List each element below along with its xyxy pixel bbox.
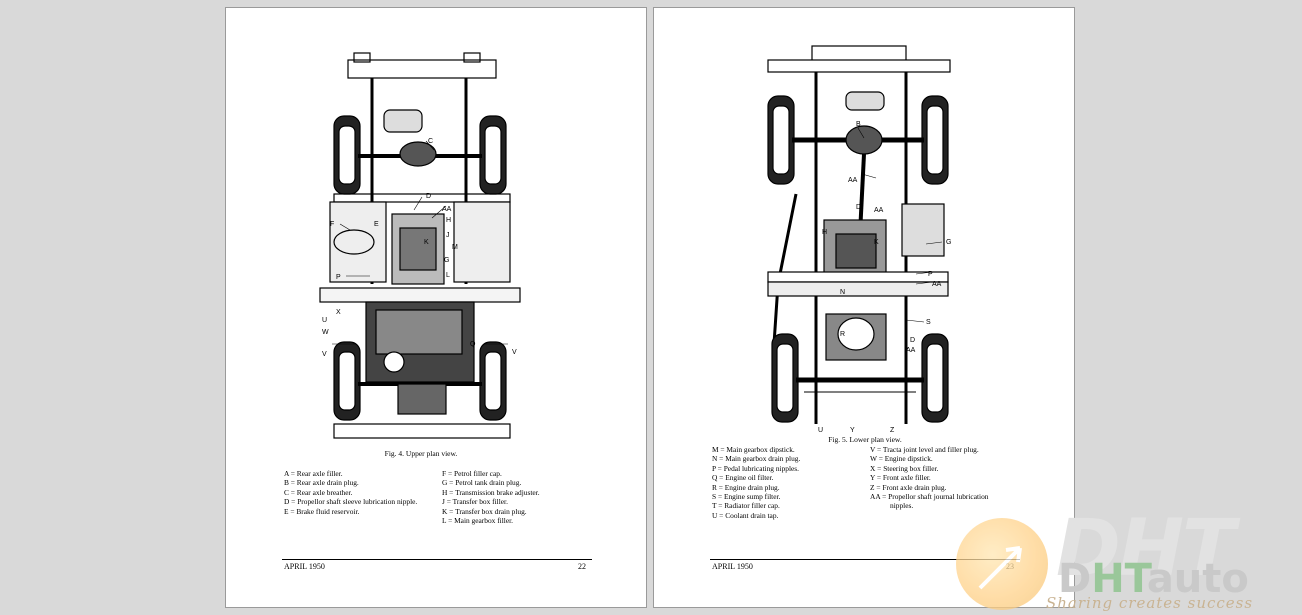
callout-label: M: [452, 244, 458, 251]
legend-left-column: A = Rear axle filler. B = Rear axle drai…: [284, 469, 417, 516]
watermark-slogan: Sharing creates success: [1046, 594, 1254, 612]
footer-date: APRIL 1950: [284, 562, 325, 571]
callout-label: S: [926, 319, 931, 326]
callout-label: R: [840, 331, 845, 338]
callout-label: X: [336, 309, 341, 316]
callout-label: W: [322, 329, 329, 336]
legend-item: J = Transfer box filler.: [442, 497, 508, 507]
chassis-upper-drawing: C D AA F E H K J M G P L X U W V Q V: [319, 52, 521, 439]
legend-item: AA = Propellor shaft journal lubrication: [870, 492, 989, 502]
callout-label: E: [374, 221, 379, 228]
footer-rule: [282, 559, 592, 560]
legend-item: D = Propellor shaft sleeve lubrication n…: [284, 497, 418, 507]
callout-label: AA: [906, 347, 916, 354]
callout-label: B: [856, 121, 861, 128]
chassis-lower-drawing: B AA D AA H K G P AA N R S D AA U Y Z: [767, 45, 951, 434]
legend-right-column: V = Tracta joint level and filler plug. …: [870, 445, 989, 511]
callout-label: AA: [848, 177, 858, 184]
page-number: 22: [578, 562, 586, 571]
callout-label: Z: [890, 427, 895, 434]
legend-left-column: M = Main gearbox dipstick. N = Main gear…: [712, 445, 800, 520]
callout-label: V: [512, 349, 517, 356]
callout-label: P: [928, 271, 933, 278]
callout-label: F: [330, 221, 334, 228]
legend-item: N = Main gearbox drain plug.: [712, 454, 801, 464]
legend-item: X = Steering box filler.: [870, 463, 939, 473]
callout-label: L: [446, 272, 450, 279]
legend-item: Q = Engine oil filter.: [712, 473, 774, 483]
legend-item: Z = Front axle drain plug.: [870, 482, 947, 492]
legend-item: V = Tracta joint level and filler plug.: [870, 445, 979, 454]
legend-item: F = Petrol filler cap.: [442, 469, 502, 478]
page-number: 23: [1006, 562, 1014, 571]
callout-label: AA: [874, 207, 884, 214]
watermark-brand: DHTauto: [1058, 556, 1249, 602]
watermark-brand-accent: HT: [1091, 556, 1147, 602]
upper-plan-view-diagram: C D AA F E H K J M G P L X U W V Q V: [314, 44, 526, 444]
callout-label: Q: [470, 341, 476, 348]
legend-item: H = Transmission brake adjuster.: [442, 487, 540, 497]
legend-item: Y = Front axle filler.: [870, 473, 931, 483]
callout-label: H: [446, 217, 451, 224]
legend-item: R = Engine drain plug.: [712, 482, 780, 492]
legend-right-column: F = Petrol filler cap. G = Petrol tank d…: [442, 469, 540, 525]
footer-rule: [710, 559, 1020, 560]
manual-page-23: B AA D AA H K G P AA N R S D AA U Y Z Fi…: [653, 7, 1075, 608]
callout-label: U: [818, 427, 823, 434]
legend-item: L = Main gearbox filler.: [442, 516, 514, 526]
legend-item: E = Brake fluid reservoir.: [284, 506, 360, 516]
manual-page-22: C D AA F E H K J M G P L X U W V Q V Fig…: [225, 7, 647, 608]
callout-label: H: [822, 229, 827, 236]
callout-label: P: [336, 274, 341, 281]
callout-label: D: [856, 204, 861, 211]
legend-item: S = Engine sump filter.: [712, 492, 781, 502]
callout-label: N: [840, 289, 845, 296]
watermark-letters: DHT: [1056, 504, 1235, 594]
callout-label: D: [426, 193, 431, 200]
legend-item: B = Rear axle drain plug.: [284, 478, 359, 488]
watermark-brand-suffix: auto: [1146, 556, 1249, 602]
legend-item: T = Radiator filler cap.: [712, 501, 780, 511]
callout-label: C: [428, 138, 433, 145]
footer-date: APRIL 1950: [712, 562, 753, 571]
callout-label: U: [322, 317, 327, 324]
figure-caption: Fig. 5. Lower plan view.: [828, 435, 902, 444]
legend-item: G = Petrol tank drain plug.: [442, 478, 522, 488]
legend-item: M = Main gearbox dipstick.: [712, 445, 795, 454]
callout-label: G: [946, 239, 951, 246]
lower-plan-view-diagram: B AA D AA H K G P AA N R S D AA U Y Z: [756, 44, 966, 436]
legend-item: W = Engine dipstick.: [870, 454, 933, 464]
callout-label: D: [910, 337, 915, 344]
callout-label: G: [444, 257, 449, 264]
callout-label: AA: [932, 281, 942, 288]
callout-label: AA: [442, 206, 452, 213]
figure-caption: Fig. 4. Upper plan view.: [384, 449, 458, 458]
legend-item: nipples.: [890, 501, 914, 511]
callout-label: Y: [850, 427, 855, 434]
callout-label: K: [874, 239, 879, 246]
legend-item: P = Pedal lubricating nipples.: [712, 463, 800, 473]
legend-item: U = Coolant drain tap.: [712, 510, 779, 520]
callout-label: V: [322, 351, 327, 358]
legend-item: A = Rear axle filler.: [284, 469, 343, 478]
legend-item: K = Transfer box drain plug.: [442, 506, 527, 516]
callout-label: J: [446, 232, 450, 239]
callout-label: K: [424, 239, 429, 246]
legend-item: C = Rear axle breather.: [284, 487, 353, 497]
